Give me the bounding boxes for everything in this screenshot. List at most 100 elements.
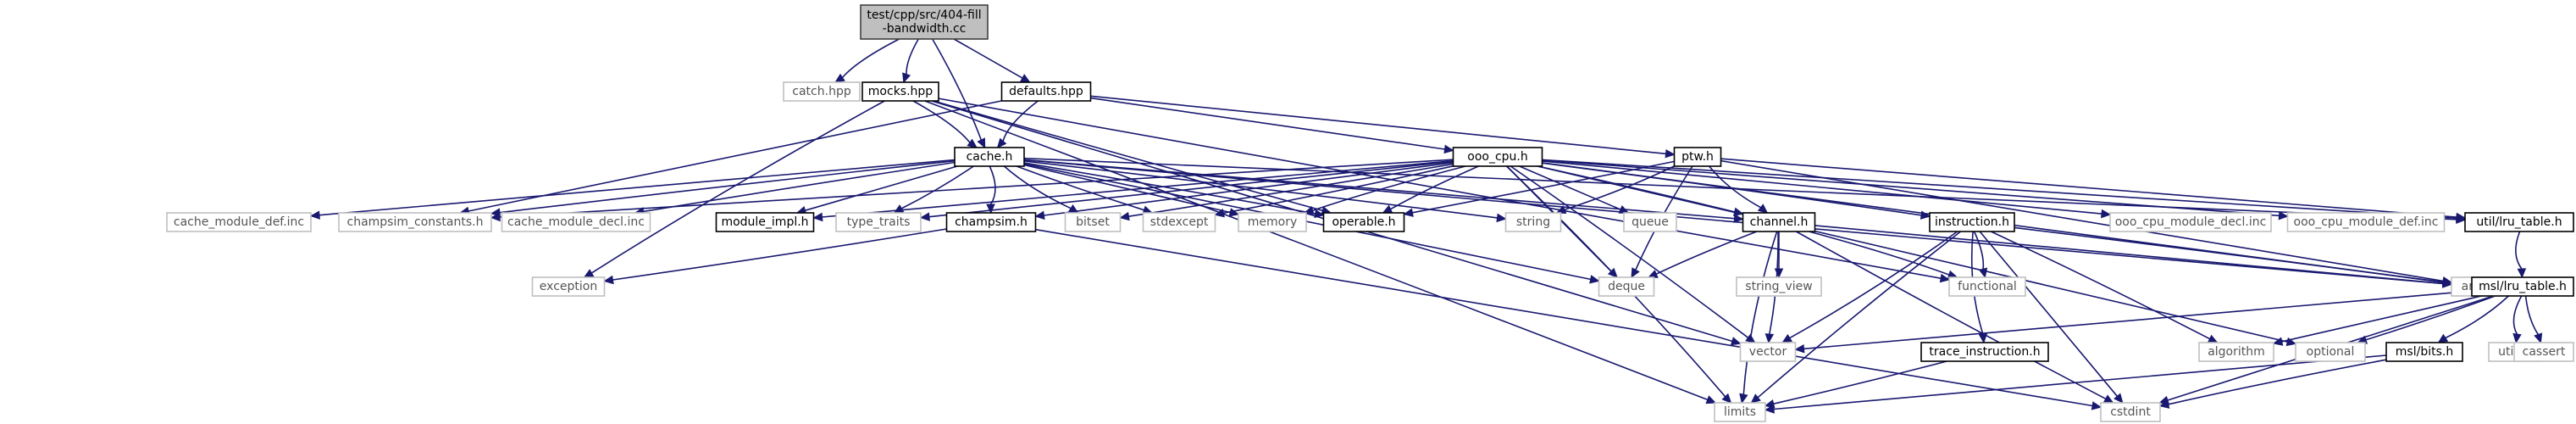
node-cache[interactable]: cache.h — [954, 147, 1025, 167]
node-msl-lru[interactable]: msl/lru_table.h — [2471, 276, 2574, 297]
edge-msl_bits-to-cstdint — [2158, 359, 2387, 409]
edge-line — [1655, 231, 1758, 275]
edge-defaults-to-ooo — [1090, 97, 1454, 154]
edge-line — [2365, 295, 2496, 341]
edge-arrowhead — [1403, 208, 1414, 217]
edge-line — [1023, 160, 1498, 219]
node-root[interactable]: test/cpp/src/404-fill-bandwidth.cc — [860, 4, 989, 40]
edge-arrowhead — [1794, 343, 1805, 354]
edge-arrowhead — [1589, 275, 1600, 284]
edge-line — [1542, 159, 2280, 217]
node-util-lru[interactable]: util/lru_table.h — [2464, 212, 2574, 232]
node-label: queue — [1631, 215, 1669, 229]
edge-cache-to-cache_def — [309, 159, 956, 220]
node-label: type_traits — [847, 215, 911, 229]
node-box — [1736, 276, 1822, 297]
node-limits: limits — [1714, 402, 1766, 422]
edge-line — [2515, 231, 2523, 270]
edge-arrowhead — [1978, 267, 1988, 279]
edge-line — [1044, 162, 1454, 216]
node-ptw[interactable]: ptw.h — [1673, 147, 1722, 167]
edge-arrowhead — [1739, 393, 1748, 404]
edge-line — [1519, 165, 1621, 210]
node-label: functional — [1958, 280, 2017, 293]
edge-line — [1510, 165, 1749, 338]
edge-arrowhead — [2207, 334, 2219, 343]
edge-line — [1090, 97, 1445, 150]
edge-line — [932, 38, 983, 141]
node-stdexcept: stdexcept — [1142, 212, 1216, 232]
edge-line — [1991, 231, 2210, 340]
edge-arrowhead — [1214, 209, 1225, 218]
edge-line — [1312, 165, 1466, 211]
node-box — [166, 212, 312, 232]
edge-ptw-to-channel — [1709, 165, 1769, 214]
edge-arrowhead — [2456, 212, 2467, 222]
edge-line — [928, 160, 1454, 218]
edge-line — [1742, 231, 1778, 395]
node-label: deque — [1608, 280, 1645, 293]
node-label: -bandwidth.cc — [883, 22, 967, 36]
node-cstdint: cstdint — [2100, 402, 2161, 422]
edge-mocks-to-exception — [583, 100, 885, 278]
edge-arrowhead — [2534, 332, 2543, 344]
node-algorithm: algorithm — [2198, 342, 2274, 362]
node-box — [1598, 276, 1655, 297]
node-champsim[interactable]: champsim.h — [945, 212, 1037, 232]
edge-cache-to-champsim_const — [490, 159, 956, 217]
edge-channel-to-deque — [1647, 231, 1758, 278]
node-msl-bits[interactable]: msl/bits.h — [2385, 342, 2463, 362]
node-string: string — [1504, 212, 1562, 232]
node-box — [501, 212, 651, 232]
node-trace-instr[interactable]: trace_instruction.h — [1920, 342, 2049, 362]
edge-arrowhead — [2101, 209, 2112, 219]
edge-arrowhead — [1314, 209, 1325, 219]
node-mocks[interactable]: mocks.hpp — [861, 81, 939, 102]
edge-arrowhead — [967, 138, 978, 148]
edge-root-to-mocks — [902, 38, 919, 84]
edge-line — [590, 100, 885, 274]
node-box — [945, 212, 1037, 232]
edge-line — [1789, 231, 1958, 339]
node-box — [1920, 342, 2049, 362]
edge-line — [1390, 165, 1479, 210]
node-box — [861, 81, 939, 102]
node-defaults[interactable]: defaults.hpp — [1000, 81, 1092, 102]
edge-line — [319, 159, 956, 216]
node-label: exception — [540, 280, 597, 293]
node-module-impl[interactable]: module_impl.h — [715, 212, 815, 232]
edge-line — [1709, 165, 1761, 209]
node-box — [1238, 212, 1307, 232]
edge-line — [2512, 295, 2523, 335]
node-label: memory — [1248, 215, 1298, 229]
edge-msl_bits-to-limits — [1764, 354, 2387, 414]
node-label: bitset — [1076, 215, 1110, 229]
edge-ooo-to-module_impl — [812, 159, 1454, 222]
edge-cache-to-memory — [1023, 164, 1240, 217]
node-instruction[interactable]: instruction.h — [1929, 212, 2015, 232]
edge-arrowhead — [1750, 393, 1761, 404]
edge-line — [1035, 228, 2093, 407]
edge-arrowhead — [1705, 395, 1717, 404]
node-type-traits: type_traits — [835, 212, 922, 232]
node-label: operable.h — [1332, 215, 1395, 229]
node-channel[interactable]: channel.h — [1742, 212, 1816, 232]
node-label: limits — [1724, 405, 1756, 419]
edge-instruction-to-array — [2014, 226, 2453, 287]
node-label: ooo_cpu.h — [1467, 150, 1527, 164]
edge-line — [906, 38, 919, 75]
node-box — [1948, 276, 2026, 297]
node-label: msl/lru_table.h — [2479, 280, 2567, 293]
node-box — [1714, 402, 1766, 422]
node-label: defaults.hpp — [1009, 85, 1083, 98]
edge-arrowhead — [2517, 268, 2527, 279]
node-deque: deque — [1598, 276, 1655, 297]
node-label: ooo_cpu_module_def.inc — [2294, 215, 2439, 229]
edge-cache-to-champsim — [986, 165, 996, 215]
node-operable[interactable]: operable.h — [1322, 212, 1405, 232]
edge-line — [2445, 295, 2509, 339]
edge-line — [1542, 159, 2457, 220]
node-ooo[interactable]: ooo_cpu.h — [1452, 147, 1543, 167]
edge-channel-to-cstdint — [1796, 231, 2114, 404]
edge-arrowhead — [893, 204, 905, 214]
